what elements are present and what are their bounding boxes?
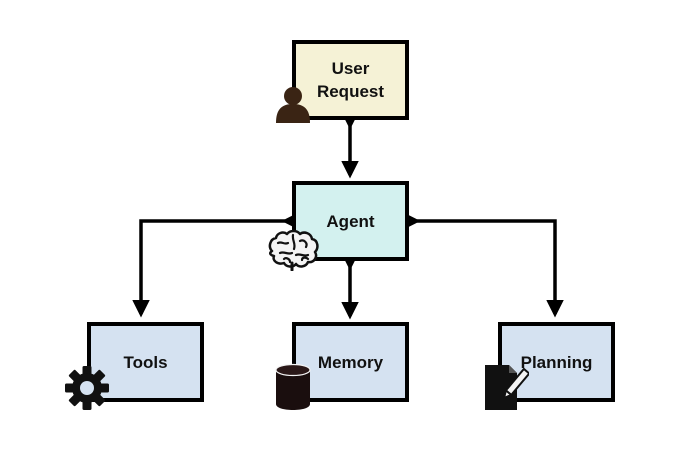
database-icon [275, 363, 311, 410]
memory-node: Memory [292, 322, 409, 402]
document-pen-icon [485, 365, 529, 410]
user-request-node: User Request [292, 40, 409, 120]
planning-label: Planning [520, 352, 593, 372]
person-icon [276, 87, 310, 123]
gear-icon [65, 366, 109, 410]
memory-label: Memory [317, 352, 384, 372]
brain-icon [268, 229, 319, 271]
agent-label: Agent [326, 211, 375, 231]
arrow-agent-tools [132, 212, 299, 318]
tools-label: Tools [123, 352, 168, 372]
arrow-agent-planning [403, 212, 564, 318]
tools-node: Tools [87, 322, 204, 402]
user-request-label-line2: Request [316, 82, 385, 101]
user-request-label-line1: User [331, 59, 370, 78]
